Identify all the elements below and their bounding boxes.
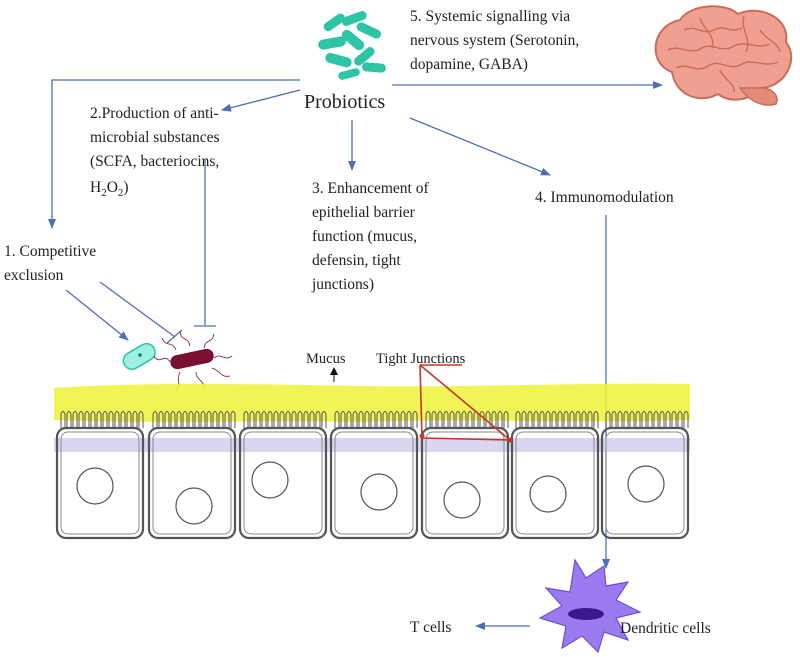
mechanism-4-label: 4. Immunomodulation (535, 189, 674, 206)
svg-text:5. Systemic signalling via: 5. Systemic signalling via (410, 8, 570, 25)
arrow-to-competitive-exclusion (48, 79, 300, 229)
cell-nucleus (443, 481, 481, 519)
epithelial-cell (55, 411, 145, 540)
svg-text:epithelial barrier: epithelial barrier (312, 204, 416, 221)
svg-text:(SCFA, bacteriocins,: (SCFA, bacteriocins, (90, 153, 219, 170)
svg-text:nervous system (Serotonin,: nervous system (Serotonin, (410, 32, 579, 49)
svg-text:defensin, tight: defensin, tight (312, 252, 401, 269)
mechanism-1-label: 1. Competitive exclusion (4, 243, 96, 284)
mucus-label: Mucus (306, 351, 346, 367)
brain-icon (654, 5, 793, 106)
dendritic-cell-icon (538, 558, 642, 654)
mechanism-3-label: 3. Enhancement of epithelial barrier fun… (311, 180, 429, 293)
mechanism-5-label: 5. Systemic signalling via nervous syste… (410, 8, 579, 73)
probiotics-icon (318, 11, 386, 80)
tight-junctions-label: Tight Junctions (376, 351, 466, 367)
pathogen-bacterium-icon (153, 331, 233, 391)
mucus-layer (54, 383, 690, 422)
svg-text:dopamine, GABA): dopamine, GABA) (410, 56, 528, 73)
tight-junction-markers (419, 364, 513, 443)
cell-nucleus (251, 461, 289, 499)
epithelial-cell (238, 411, 328, 540)
svg-text:4. Immunomodulation: 4. Immunomodulation (535, 189, 674, 206)
epithelial-cells (54, 411, 690, 540)
svg-text:microbial substances: microbial substances (90, 129, 220, 146)
epithelial-cell (147, 411, 237, 540)
svg-text:2.Production of anti-: 2.Production of anti- (90, 105, 219, 122)
svg-text:junctions): junctions) (311, 276, 374, 293)
inhibition-bar-exclusion (166, 329, 183, 344)
epithelial-cell (510, 411, 600, 540)
epithelial-cell (420, 411, 510, 540)
svg-text:H2O2): H2O2) (90, 179, 129, 199)
arrow-to-immunomodulation (409, 117, 551, 176)
svg-text:3. Enhancement of: 3. Enhancement of (312, 180, 429, 197)
svg-text:1. Competitive: 1. Competitive (4, 243, 96, 260)
cell-nucleus (76, 467, 114, 505)
epithelial-cell (600, 411, 690, 540)
mechanism-2-label: 2.Production of anti- microbial substanc… (90, 105, 220, 199)
arrow-exclusion-to-bacterium (65, 289, 129, 341)
svg-text:function (mucus,: function (mucus, (312, 228, 417, 245)
inhibition-line-exclusion (99, 281, 176, 338)
svg-text:exclusion: exclusion (4, 267, 64, 284)
cell-nucleus (529, 475, 567, 513)
arrow-to-antimicrobial (221, 89, 301, 112)
epithelial-cell (329, 411, 419, 540)
t-cells-label: T cells (410, 619, 451, 636)
dendritic-cells-label: Dendritic cells (620, 620, 711, 637)
probiotics-label: Probiotics (304, 91, 385, 113)
cell-nucleus (175, 487, 213, 525)
probiotic-bacterium-icon (122, 342, 156, 370)
cell-nucleus (627, 465, 665, 503)
cell-nucleus (360, 473, 398, 511)
